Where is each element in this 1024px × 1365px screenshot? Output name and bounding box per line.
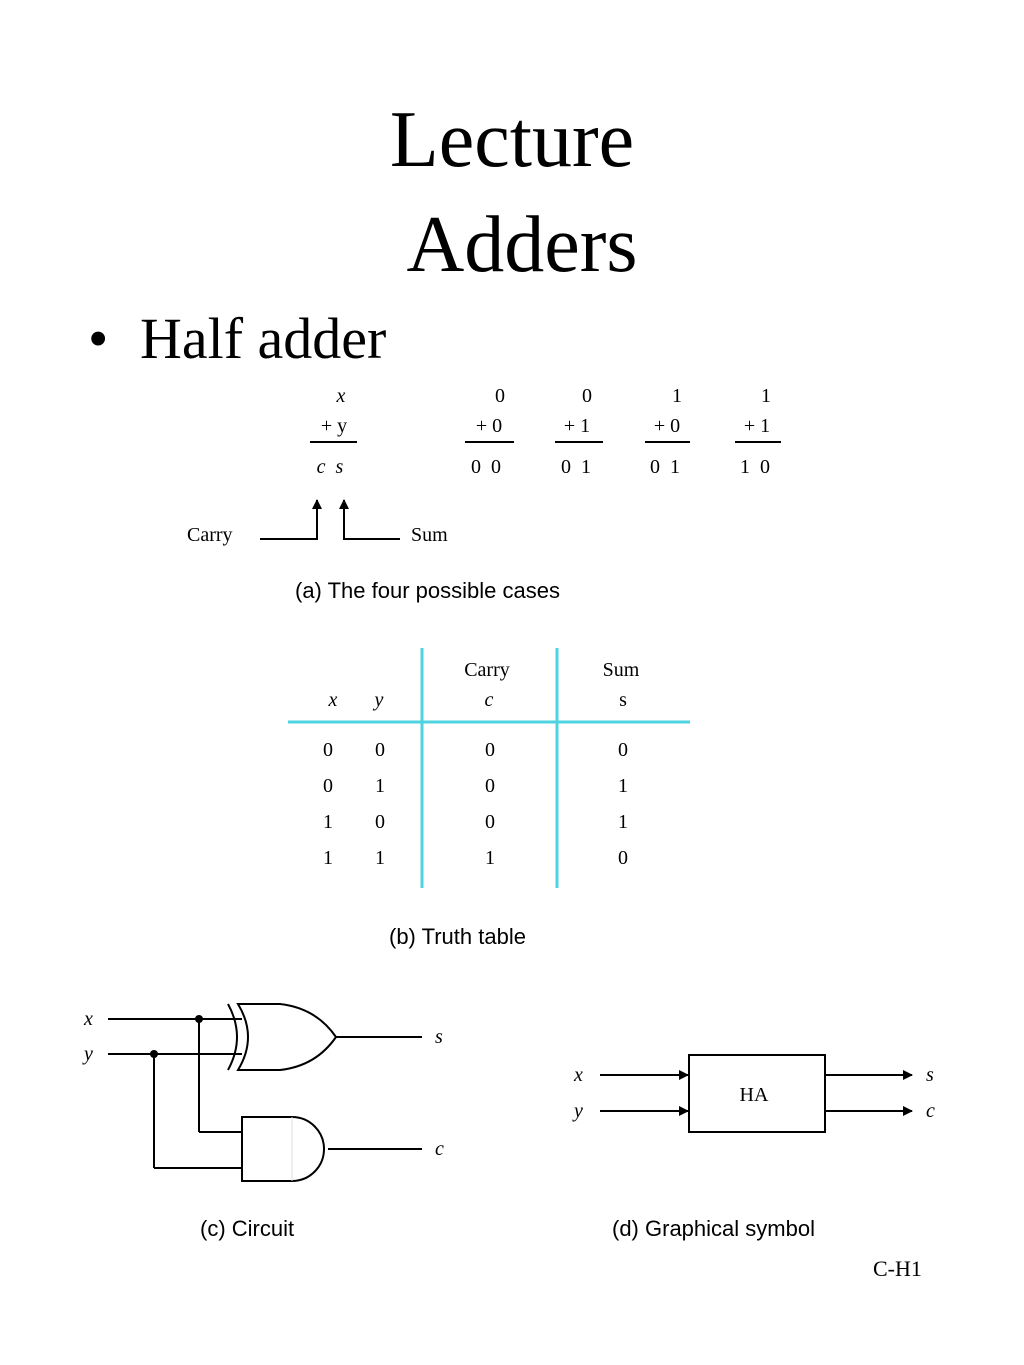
half-adder-circuit (108, 1003, 422, 1182)
case-3-top: 1 (672, 385, 682, 407)
case-2-operand: + 1 (564, 415, 590, 437)
title-line-1: Lecture (389, 96, 635, 184)
table-cell: 1 (485, 847, 495, 869)
xor-extra-arc (227, 1003, 238, 1071)
table-cell: 0 (375, 811, 385, 833)
case-3-operand: + 0 (654, 415, 680, 437)
table-cell: 0 (485, 775, 495, 797)
table-cell: 1 (375, 847, 385, 869)
and-gate (241, 1116, 325, 1182)
ha-block (688, 1054, 826, 1133)
xor-gate (236, 1003, 338, 1071)
case-3-result: 0 1 (650, 456, 680, 478)
circuit-input-x: x (83, 1008, 93, 1030)
case-generic-top: x (336, 385, 346, 407)
bullet-icon: • (88, 306, 109, 371)
header-sum: Sum (603, 659, 640, 681)
half-adder-symbol (600, 1054, 913, 1133)
case-1-top: 0 (495, 385, 505, 407)
carry-arrow (260, 499, 322, 540)
table-cell: 0 (485, 739, 495, 761)
header-s: s (619, 689, 627, 711)
case-1-operand: + 0 (476, 415, 502, 437)
junction-x (195, 1015, 203, 1023)
symbol-input-y: y (572, 1100, 583, 1122)
caption-circuit: (c) Circuit (200, 1216, 295, 1241)
table-cell: 0 (485, 811, 495, 833)
slide-footer: C-H1 (873, 1256, 922, 1281)
table-cell: 0 (323, 739, 333, 761)
symbol-output-s: s (926, 1064, 934, 1086)
bullet-text: Half adder (140, 306, 387, 371)
truth-table: Carry Sum x y c s 0 0 0 0 0 1 0 1 1 0 0 … (288, 648, 690, 888)
header-x: x (328, 689, 338, 711)
junction-y (150, 1050, 158, 1058)
case-generic-operand: + y (321, 415, 347, 437)
case-4-result: 1 0 (740, 456, 770, 478)
cases-diagram: x + y c s 0 + 0 0 0 0 + 1 0 1 1 + 0 0 1 … (187, 385, 781, 546)
case-4-top: 1 (761, 385, 771, 407)
header-c: c (485, 689, 494, 711)
sum-arrow (339, 499, 400, 540)
ha-block-label: HA (740, 1084, 769, 1106)
symbol-output-c: c (926, 1100, 935, 1122)
circuit-output-c: c (435, 1138, 444, 1160)
caption-cases: (a) The four possible cases (295, 578, 560, 603)
case-4-operand: + 1 (744, 415, 770, 437)
case-2-top: 0 (582, 385, 592, 407)
table-cell: 1 (618, 775, 628, 797)
table-cell: 0 (323, 775, 333, 797)
table-cell: 0 (375, 739, 385, 761)
carry-label: Carry (187, 524, 233, 546)
table-cell: 0 (618, 847, 628, 869)
title-line-2: Adders (406, 201, 638, 289)
symbol-input-x: x (573, 1064, 583, 1086)
case-2-result: 0 1 (561, 456, 591, 478)
caption-symbol: (d) Graphical symbol (612, 1216, 815, 1241)
sum-label: Sum (411, 524, 448, 546)
caption-truth-table: (b) Truth table (389, 924, 526, 949)
header-carry: Carry (464, 659, 510, 681)
table-cell: 1 (323, 847, 333, 869)
table-cell: 1 (618, 811, 628, 833)
table-cell: 0 (618, 739, 628, 761)
circuit-output-s: s (435, 1026, 443, 1048)
table-cell: 1 (323, 811, 333, 833)
case-generic-result: c s (317, 456, 344, 478)
case-1-result: 0 0 (471, 456, 501, 478)
circuit-input-y: y (82, 1043, 93, 1065)
header-y: y (373, 689, 384, 711)
bullet-half-adder: •Half adder (88, 310, 386, 368)
table-cell: 1 (375, 775, 385, 797)
